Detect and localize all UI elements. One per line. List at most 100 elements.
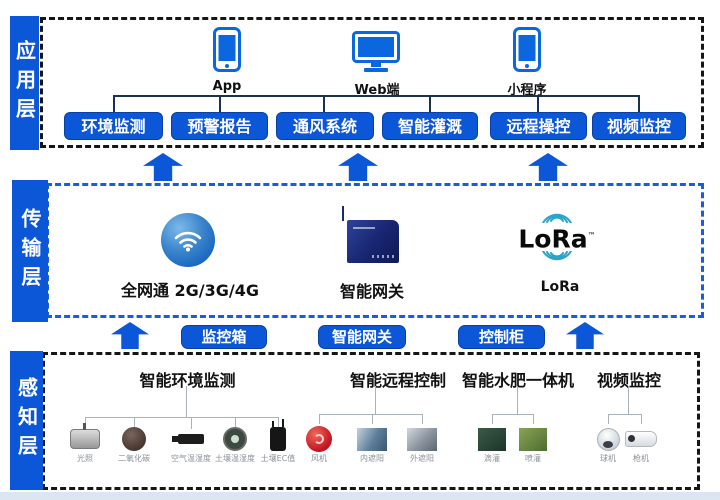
group-title-remote-control: 智能远程控制 [349, 371, 446, 390]
device-label-web: Web端 [354, 83, 400, 98]
dome-camera-icon [596, 427, 620, 451]
group-title-fertigation: 智能水肥一体机 [461, 371, 574, 390]
connector-line [492, 414, 534, 415]
sensor-item: 外遮阳 [394, 424, 450, 463]
connector-line [375, 386, 376, 414]
connector-line [429, 95, 431, 113]
sensor-label: 内遮阳 [360, 454, 384, 463]
sensor-item: 枪机 [613, 424, 669, 463]
device-label-miniprogram: 小程序 [507, 83, 547, 98]
connector-line [134, 417, 135, 429]
function-button-irrigation[interactable]: 智能灌溉 [382, 112, 478, 140]
link-pill-monitor-box[interactable]: 监控箱 [181, 325, 267, 349]
outer-shade-icon [407, 427, 437, 451]
connector-line [641, 414, 642, 424]
lora-logo-text: LoRa™ [518, 224, 596, 254]
connector-line [533, 414, 534, 424]
group-title-video-monitor: 视频监控 [596, 371, 661, 390]
sensor-label: 枪机 [633, 454, 649, 463]
sensor-item: 内遮阳 [344, 424, 400, 463]
transmission-item-label-lora: LoRa [540, 279, 580, 295]
device-label-app: App [212, 79, 242, 94]
sensor-label: 二氧化碳 [118, 454, 150, 463]
sensor-label: 土壤温湿度 [215, 454, 255, 463]
air-temp-humidity-sensor-icon [172, 434, 204, 444]
application-layer-bar: 应用层 [10, 16, 39, 150]
sensor-label: 光照 [77, 454, 93, 463]
sensor-label: 球机 [600, 454, 616, 463]
lora-logo: LoRa™ [515, 210, 599, 264]
connector-line [319, 414, 320, 424]
fan-icon [306, 426, 332, 452]
light-sensor-icon [70, 423, 100, 449]
perception-layer-bar: 感知层 [10, 351, 43, 490]
lora-arcs-top [542, 213, 572, 223]
transmission-item-label-cellular: 全网通 2G/3G/4G [120, 281, 260, 300]
gateway-device-icon [342, 206, 399, 263]
co2-sensor-icon [122, 427, 146, 451]
sensor-item: 土壤EC值 [250, 419, 306, 463]
application-layer-box [40, 17, 704, 148]
connector-line [517, 386, 518, 414]
connector-line [638, 95, 640, 113]
function-button-alert-report[interactable]: 预警报告 [171, 112, 268, 140]
sensor-label: 风机 [311, 454, 327, 463]
link-pill-smart-gateway[interactable]: 智能网关 [318, 325, 406, 349]
wifi-sphere-icon [161, 213, 215, 267]
sensor-item: 空气温湿度 [163, 424, 219, 463]
connector-line [628, 386, 629, 414]
up-arrow-icon [143, 153, 183, 181]
connector-line [319, 414, 423, 415]
connector-line [537, 95, 539, 113]
sensor-item: 滴灌 [464, 424, 520, 463]
up-arrow-icon [338, 153, 378, 181]
function-button-video-monitor[interactable]: 视频监控 [592, 112, 686, 140]
connector-line [219, 95, 221, 113]
connector-line [191, 417, 192, 429]
function-button-env-monitor[interactable]: 环境监测 [64, 112, 163, 140]
link-pill-control-cabinet[interactable]: 控制柜 [458, 325, 545, 349]
antenna-icon [342, 206, 344, 221]
connector-line [323, 95, 325, 113]
function-button-ventilation[interactable]: 通风系统 [276, 112, 374, 140]
connector-line [235, 417, 236, 429]
sprinkler-irrigation-icon [519, 427, 547, 451]
sensor-item: 球机 [580, 424, 636, 463]
inner-shade-icon [357, 427, 387, 451]
connector-line [113, 95, 115, 113]
sensor-item: 光照 [57, 423, 113, 463]
bullet-camera-icon [625, 431, 657, 447]
connector-line [278, 417, 279, 429]
smartphone-icon [213, 27, 241, 76]
sensor-item: 喷灌 [505, 424, 561, 463]
connector-line [492, 414, 493, 424]
sensor-label: 外遮阳 [410, 454, 434, 463]
up-arrow-icon [111, 322, 149, 349]
sensor-item: 土壤温湿度 [207, 424, 263, 463]
connector-line [608, 414, 609, 424]
bottom-strip [0, 492, 720, 500]
sensor-item: 二氧化碳 [106, 424, 162, 463]
soil-temp-humidity-sensor-icon [223, 427, 247, 451]
up-arrow-icon [566, 322, 604, 349]
sensor-label: 喷灌 [525, 454, 541, 463]
transmission-item-label-gateway: 智能网关 [339, 282, 404, 301]
function-button-remote-control[interactable]: 远程操控 [490, 112, 587, 140]
application-layer-label: 应用层 [12, 39, 37, 127]
sensor-item: 风机 [291, 424, 347, 463]
monitor-icon [352, 31, 400, 77]
lora-arcs-bottom [542, 251, 572, 261]
soil-ec-sensor-icon [270, 419, 286, 451]
connector-line [608, 414, 642, 415]
transmission-layer-bar: 传输层 [12, 180, 48, 322]
drip-irrigation-icon [478, 427, 506, 451]
connector-line [372, 414, 373, 424]
trademark-mark: ™ [587, 231, 596, 240]
transmission-layer-label: 传输层 [18, 207, 42, 295]
smartphone-icon [513, 27, 541, 76]
connector-line [114, 95, 640, 97]
connector-line [422, 414, 423, 424]
up-arrow-icon [528, 153, 568, 181]
connector-line [186, 386, 187, 417]
